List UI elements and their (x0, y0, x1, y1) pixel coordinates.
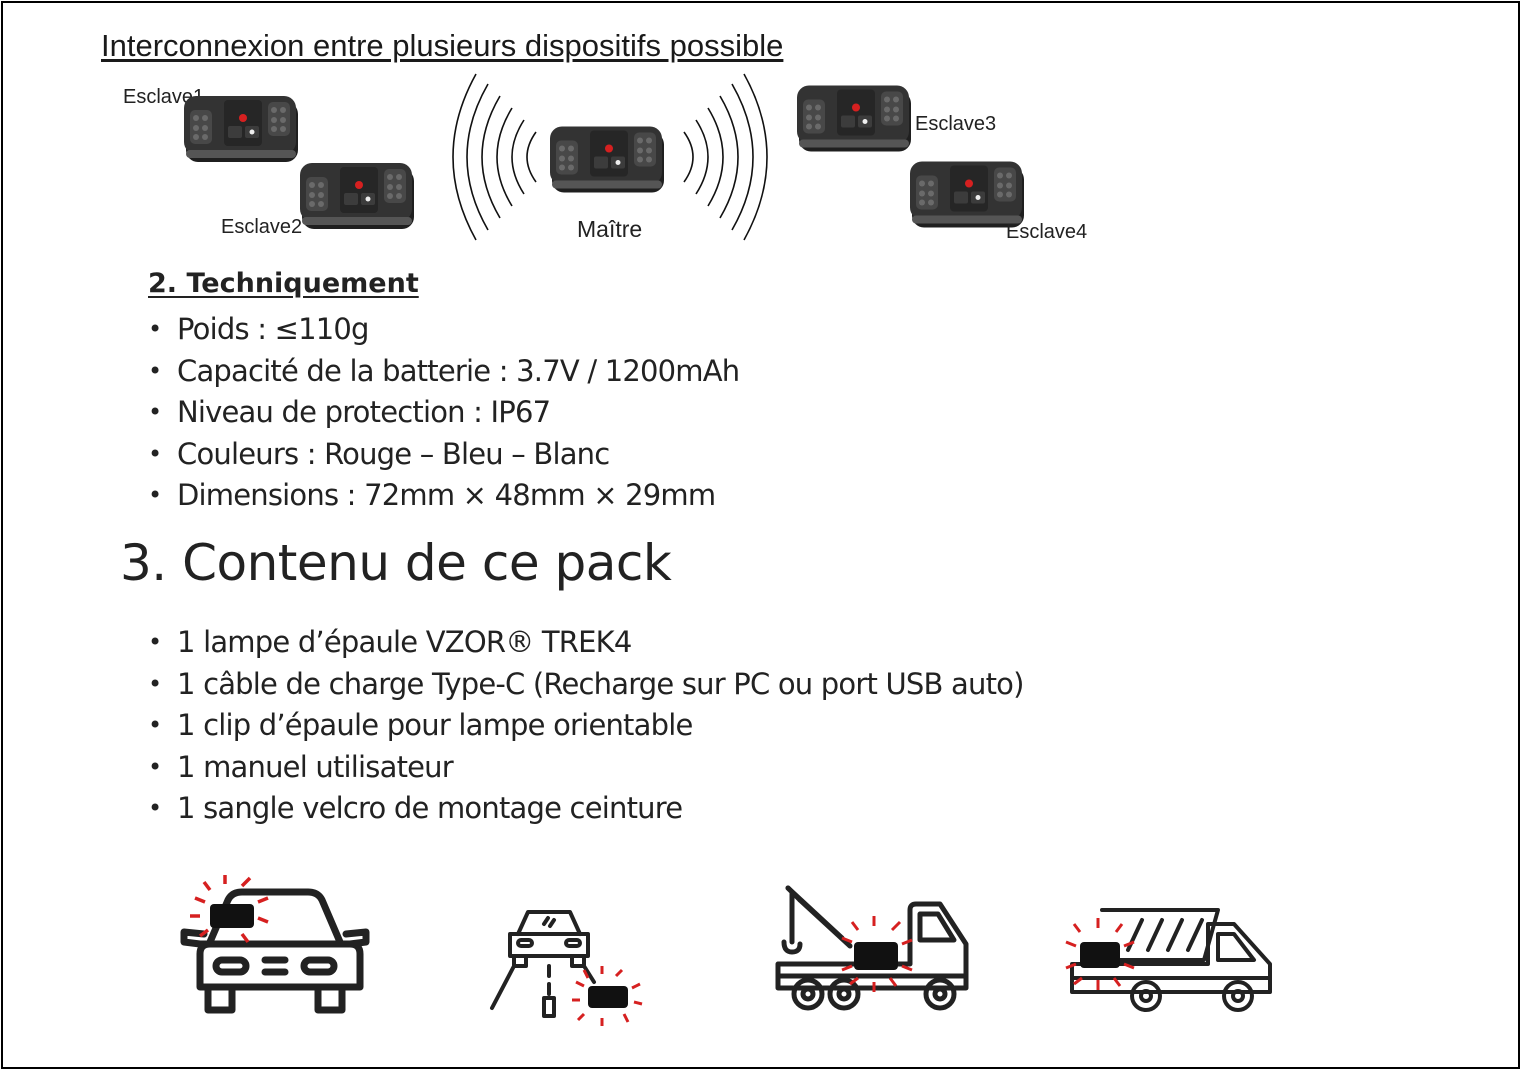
list-item: Niveau de protection : IP67 (148, 392, 739, 434)
slave1-device (184, 96, 298, 162)
technical-list: Poids : ≤110g Capacité de la batterie : … (148, 309, 740, 517)
list-item: 1 lampe d’épaule VZOR® TREK4 (148, 622, 1024, 664)
list-item: 1 sangle velcro de montage ceinture (148, 788, 1024, 830)
master-device (550, 126, 664, 193)
slave2-device (300, 163, 414, 229)
technical-section: 2. Techniquement Poids : ≤110g Capacité … (148, 268, 740, 517)
contents-section: 1 lampe d’épaule VZOR® TREK4 1 câble de … (148, 622, 1024, 830)
signal-waves-left (452, 73, 537, 241)
signal-waves-right (683, 73, 768, 241)
slave3-device (797, 85, 911, 152)
slave3-label: Esclave3 (915, 113, 997, 135)
dump-truck-icon (1065, 908, 1272, 1012)
list-item: Couleurs : Rouge – Bleu – Blanc (148, 434, 739, 476)
car-icon (180, 875, 370, 1014)
slave1-label: Esclave1 (123, 86, 205, 108)
list-item: Dimensions : 72mm × 48mm × 29mm (148, 475, 739, 517)
tow-truck-icon (775, 885, 969, 1011)
list-item: 1 clip d’épaule pour lampe orientable (148, 705, 1024, 747)
contents-heading: 3. Contenu de ce pack (120, 534, 672, 592)
list-item: Capacité de la batterie : 3.7V / 1200mAh (148, 351, 740, 393)
list-item: 1 manuel utilisateur (148, 747, 1024, 789)
list-item: Poids : ≤110g (148, 309, 739, 351)
diagram-title: Interconnexion entre plusieurs dispositi… (101, 28, 784, 63)
slave2-label: Esclave2 (221, 216, 303, 238)
contents-list: 1 lampe d’épaule VZOR® TREK4 1 câble de … (148, 622, 1024, 830)
slave4-label: Esclave4 (1006, 221, 1088, 243)
technical-heading: 2. Techniquement (148, 268, 419, 299)
road-icon (490, 910, 643, 1026)
list-item: 1 câble de charge Type-C (Recharge sur P… (148, 664, 1024, 706)
master-label: Maître (577, 216, 643, 242)
